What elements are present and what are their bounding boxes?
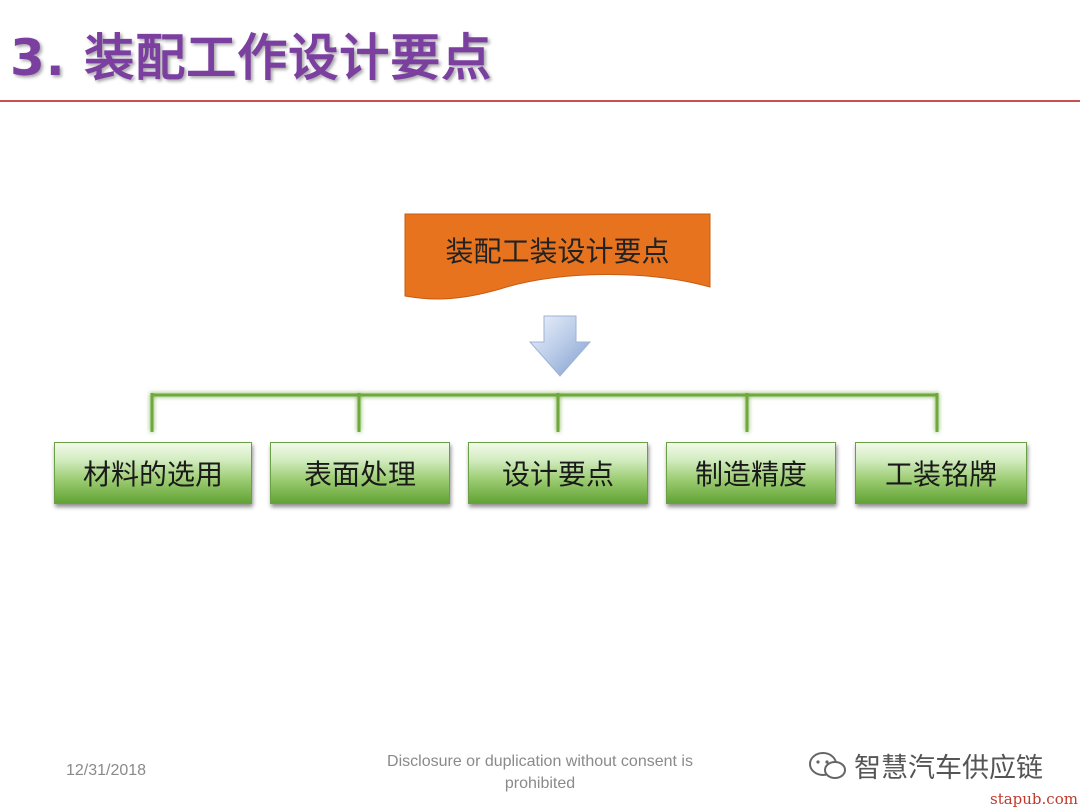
connector-lines: [150, 393, 939, 432]
watermark-url: stapub.com: [990, 790, 1078, 808]
child-node-design-points: 设计要点: [468, 442, 648, 504]
watermark-name: 智慧汽车供应链: [854, 753, 1043, 784]
down-arrow-icon: [528, 315, 592, 377]
page-title: 3. 装配工作设计要点: [10, 29, 493, 87]
child-node-materials: 材料的选用: [54, 442, 252, 504]
footer-notice: Disclosure or duplication without consen…: [387, 753, 693, 792]
watermark: 智慧汽车供应链: [808, 746, 1043, 785]
wechat-icon: [809, 751, 846, 779]
title-divider: [0, 100, 1080, 102]
footer-date: 12/31/2018: [66, 762, 147, 779]
child-node-fixture-nameplate: 工装铭牌: [855, 442, 1027, 504]
child-node-manufacturing-precision: 制造精度: [666, 442, 836, 504]
root-node-shape: [404, 213, 711, 300]
root-node: 装配工装设计要点: [445, 235, 670, 268]
child-node-surface-treatment: 表面处理: [270, 442, 450, 504]
